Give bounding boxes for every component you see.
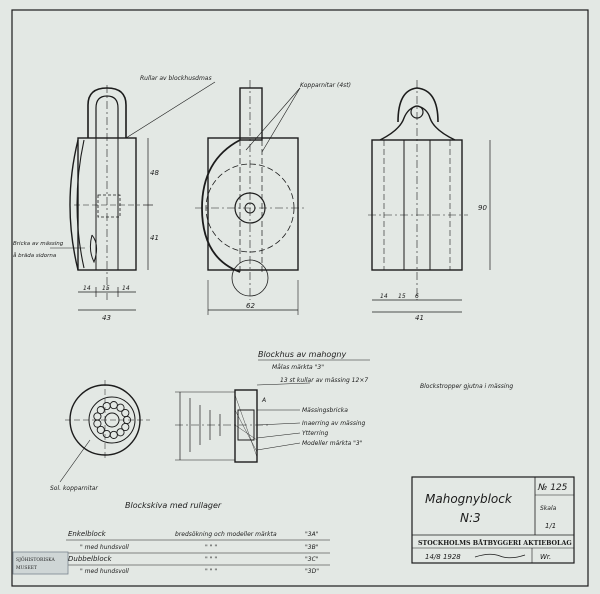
bearing-ball bbox=[121, 422, 130, 432]
parts-list: Enkelblock bredsökning och modeller märk… bbox=[66, 530, 330, 575]
title-block-number: N:3 bbox=[460, 511, 481, 525]
stamp-line-2: MUSEET bbox=[16, 565, 37, 571]
end-view: 90 14 15 6 41 bbox=[368, 80, 491, 322]
label-blockstropper: Blockstropper gjutna i mässing bbox=[420, 383, 513, 390]
title-block-scale-label: Skala bbox=[540, 505, 557, 512]
title-block-sign: Wr. bbox=[540, 553, 551, 561]
bearing-ball bbox=[109, 430, 118, 439]
dim-14b: 14 bbox=[122, 285, 130, 292]
dim-43: 43 bbox=[102, 314, 111, 322]
dim-90: 90 bbox=[478, 204, 487, 212]
label-bricka-2: å bräda sidorna bbox=[13, 252, 57, 259]
label-blockskiva: Blockskiva med rullager bbox=[125, 501, 222, 510]
dim-14c: 14 bbox=[380, 293, 388, 300]
title-block-drawing-no: № 125 bbox=[537, 483, 568, 493]
parts-row-4-desc: " " " bbox=[205, 568, 217, 575]
side-view: 48 41 14 15 14 43 bbox=[69, 85, 159, 322]
parts-row-1-desc: bredsökning och modeller märkta bbox=[175, 531, 277, 538]
parts-row-4-code: "3D" bbox=[305, 568, 319, 575]
dim-15b: 15 bbox=[398, 293, 406, 300]
label-ytterring: Ytterring bbox=[302, 430, 328, 437]
parts-row-3-code: "3C" bbox=[305, 556, 319, 563]
label-rullar: Rullar av blockhusdmas bbox=[140, 75, 212, 82]
dim-41b: 41 bbox=[415, 314, 424, 322]
dim-15a: 15 bbox=[102, 285, 110, 292]
title-block-scale: 1/1 bbox=[545, 522, 556, 530]
parts-row-2-name: " med hundsvoll bbox=[80, 544, 129, 551]
sheet-border bbox=[11, 9, 589, 587]
label-kopparnitar: Kopparnitar (4st) bbox=[300, 82, 351, 89]
parts-row-1-name: Enkelblock bbox=[68, 530, 107, 538]
bearing-ball bbox=[102, 429, 111, 439]
label-bricka: Bricka av mässing bbox=[13, 241, 64, 247]
sheave-section-view: A bbox=[175, 382, 311, 463]
parts-row-2-desc: " " " bbox=[205, 544, 217, 551]
heading-blockhus: Blockhus av mahogny bbox=[258, 350, 346, 359]
sheave-plan-view bbox=[59, 380, 150, 483]
stamp-line-1: SJÖHISTORISKA bbox=[16, 556, 55, 563]
label-solkoppar: Sol. kopparnitar bbox=[50, 485, 98, 492]
dim-6: 6 bbox=[415, 293, 419, 300]
dim-a: A bbox=[261, 397, 266, 404]
parts-row-3-desc: " " " bbox=[205, 556, 217, 563]
bearing-ball bbox=[116, 403, 125, 412]
label-modeller: Modeller märkta "3" bbox=[302, 440, 363, 447]
bearing-ball bbox=[93, 419, 102, 428]
parts-row-2-code: "3B" bbox=[305, 544, 319, 551]
front-view: 62 bbox=[195, 80, 305, 315]
dim-14a: 14 bbox=[83, 285, 91, 292]
parts-row-3-name: Dubbelblock bbox=[68, 555, 112, 563]
title-block-company: STOCKHOLMS BÅTBYGGERI AKTIEBOLAG bbox=[418, 539, 572, 547]
dim-41: 41 bbox=[150, 234, 159, 242]
bearing-ball bbox=[96, 425, 105, 434]
dim-48: 48 bbox=[150, 169, 159, 177]
bearing-ball bbox=[102, 401, 111, 411]
bearing-ball bbox=[96, 406, 105, 415]
label-massingsbricka: Mässingsbricka bbox=[302, 407, 348, 414]
bearing-ball bbox=[109, 401, 118, 410]
bearing-ball bbox=[121, 408, 130, 418]
bearing-ball bbox=[116, 428, 125, 437]
title-block-title: Mahognyblock bbox=[425, 492, 513, 506]
label-malas: Målas märkta "3" bbox=[272, 364, 324, 371]
title-block-date: 14/8 1928 bbox=[425, 553, 461, 561]
parts-row-1-code: "3A" bbox=[305, 531, 319, 538]
dim-62: 62 bbox=[246, 302, 255, 310]
label-kullager: 13 st kullar av mässing 12×7 bbox=[280, 377, 368, 384]
label-inaerring: Inaerring av mässing bbox=[302, 420, 365, 427]
museum-stamp: SJÖHISTORISKA MUSEET bbox=[12, 551, 69, 575]
title-block: Mahognyblock N:3 № 125 Skala 1/1 STOCKHO… bbox=[411, 476, 575, 564]
parts-row-4-name: " med hundsvoll bbox=[80, 568, 129, 575]
